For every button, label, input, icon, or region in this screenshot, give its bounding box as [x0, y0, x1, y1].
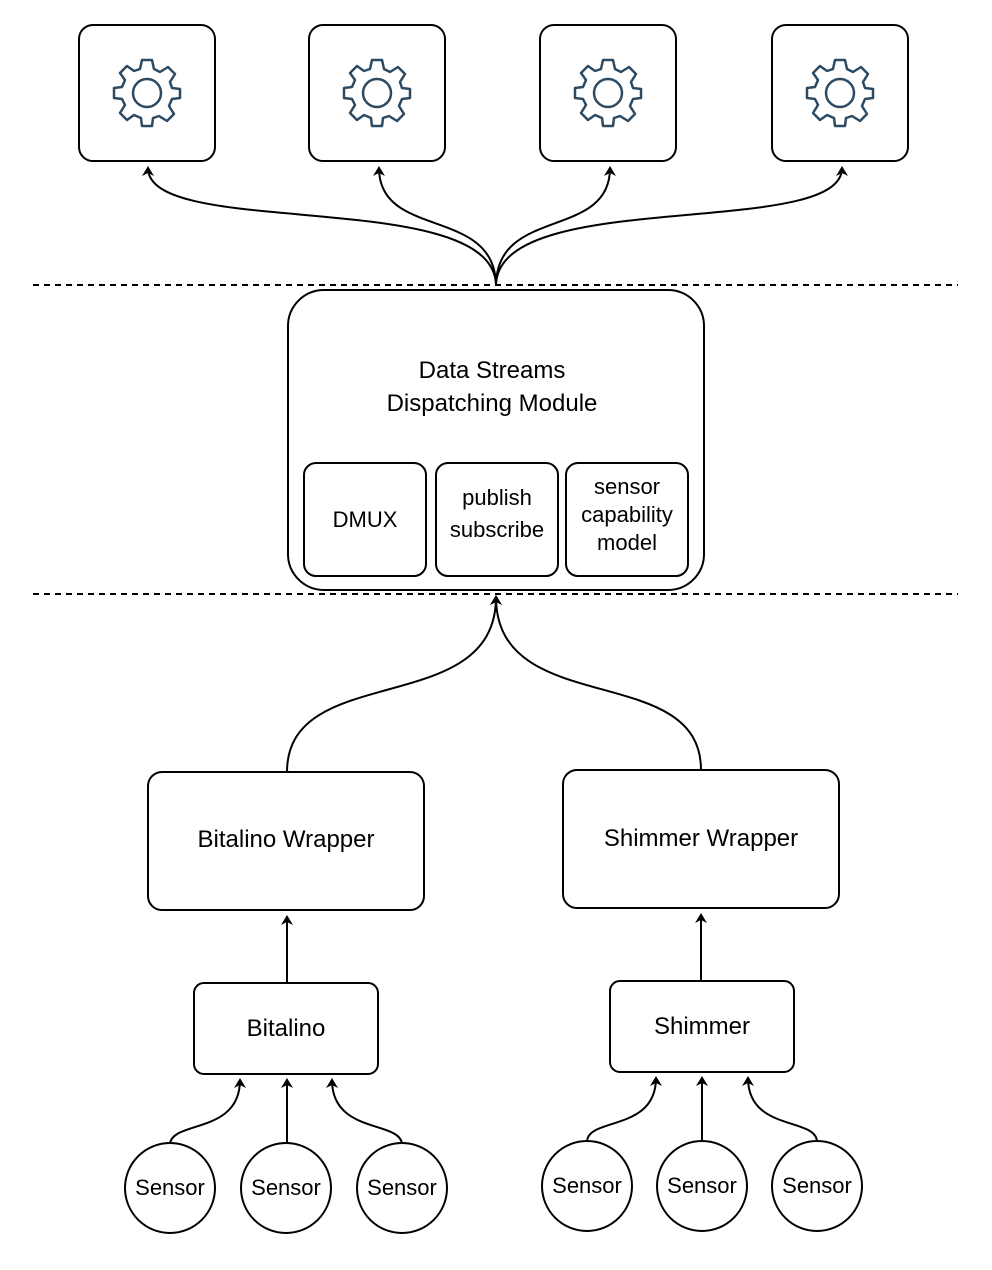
sensor-label: Sensor: [367, 1175, 437, 1200]
bitalino-wrapper-label: Bitalino Wrapper: [198, 826, 375, 853]
right-sensor-1: Sensor: [541, 1140, 633, 1232]
model-label: model: [597, 530, 657, 555]
dispatcher-title-line2: Dispatching Module: [387, 390, 598, 417]
sensor-label: Sensor: [251, 1175, 321, 1200]
left-sensor-1: Sensor: [124, 1142, 216, 1234]
sensor-label: Sensor: [782, 1173, 852, 1198]
app-box-3: [539, 24, 677, 162]
shimmer-device: Shimmer: [609, 980, 795, 1073]
bitalino-label: Bitalino: [247, 1015, 326, 1042]
left-sensor-edges: [169, 1078, 403, 1146]
right-sensor-3: Sensor: [771, 1140, 863, 1232]
sensor-label: Sensor: [135, 1175, 205, 1200]
right-sensor-2: Sensor: [656, 1140, 748, 1232]
app-box-2: [308, 24, 446, 162]
shimmer-label: Shimmer: [654, 1013, 750, 1040]
sensor-capability-model-component: sensor capability model: [565, 462, 689, 577]
dispatcher-to-apps-edges: [142, 166, 848, 287]
right-sensor-edges: [586, 1076, 818, 1143]
publish-subscribe-component: publish subscribe: [435, 462, 559, 577]
left-sensor-2: Sensor: [240, 1142, 332, 1234]
bitalino-device: Bitalino: [193, 982, 379, 1075]
publish-label: publish: [462, 485, 532, 510]
wrappers-to-dispatcher-edges: [286, 595, 702, 773]
app-box-1: [78, 24, 216, 162]
app-box-4: [771, 24, 909, 162]
dmux-label: DMUX: [333, 507, 398, 532]
dispatcher-title-line1: Data Streams: [419, 357, 566, 384]
bitalino-wrapper: Bitalino Wrapper: [147, 771, 425, 911]
subscribe-label: subscribe: [450, 517, 544, 542]
capability-label: capability: [581, 502, 673, 527]
sensor-label: Sensor: [552, 1173, 622, 1198]
dmux-component: DMUX: [303, 462, 427, 577]
left-sensor-3: Sensor: [356, 1142, 448, 1234]
shimmer-wrapper: Shimmer Wrapper: [562, 769, 840, 909]
shimmer-wrapper-label: Shimmer Wrapper: [604, 825, 798, 852]
sensor-label: sensor: [594, 474, 660, 499]
dispatching-module: Data Streams Dispatching Module DMUX pub…: [287, 289, 705, 591]
sensor-label: Sensor: [667, 1173, 737, 1198]
